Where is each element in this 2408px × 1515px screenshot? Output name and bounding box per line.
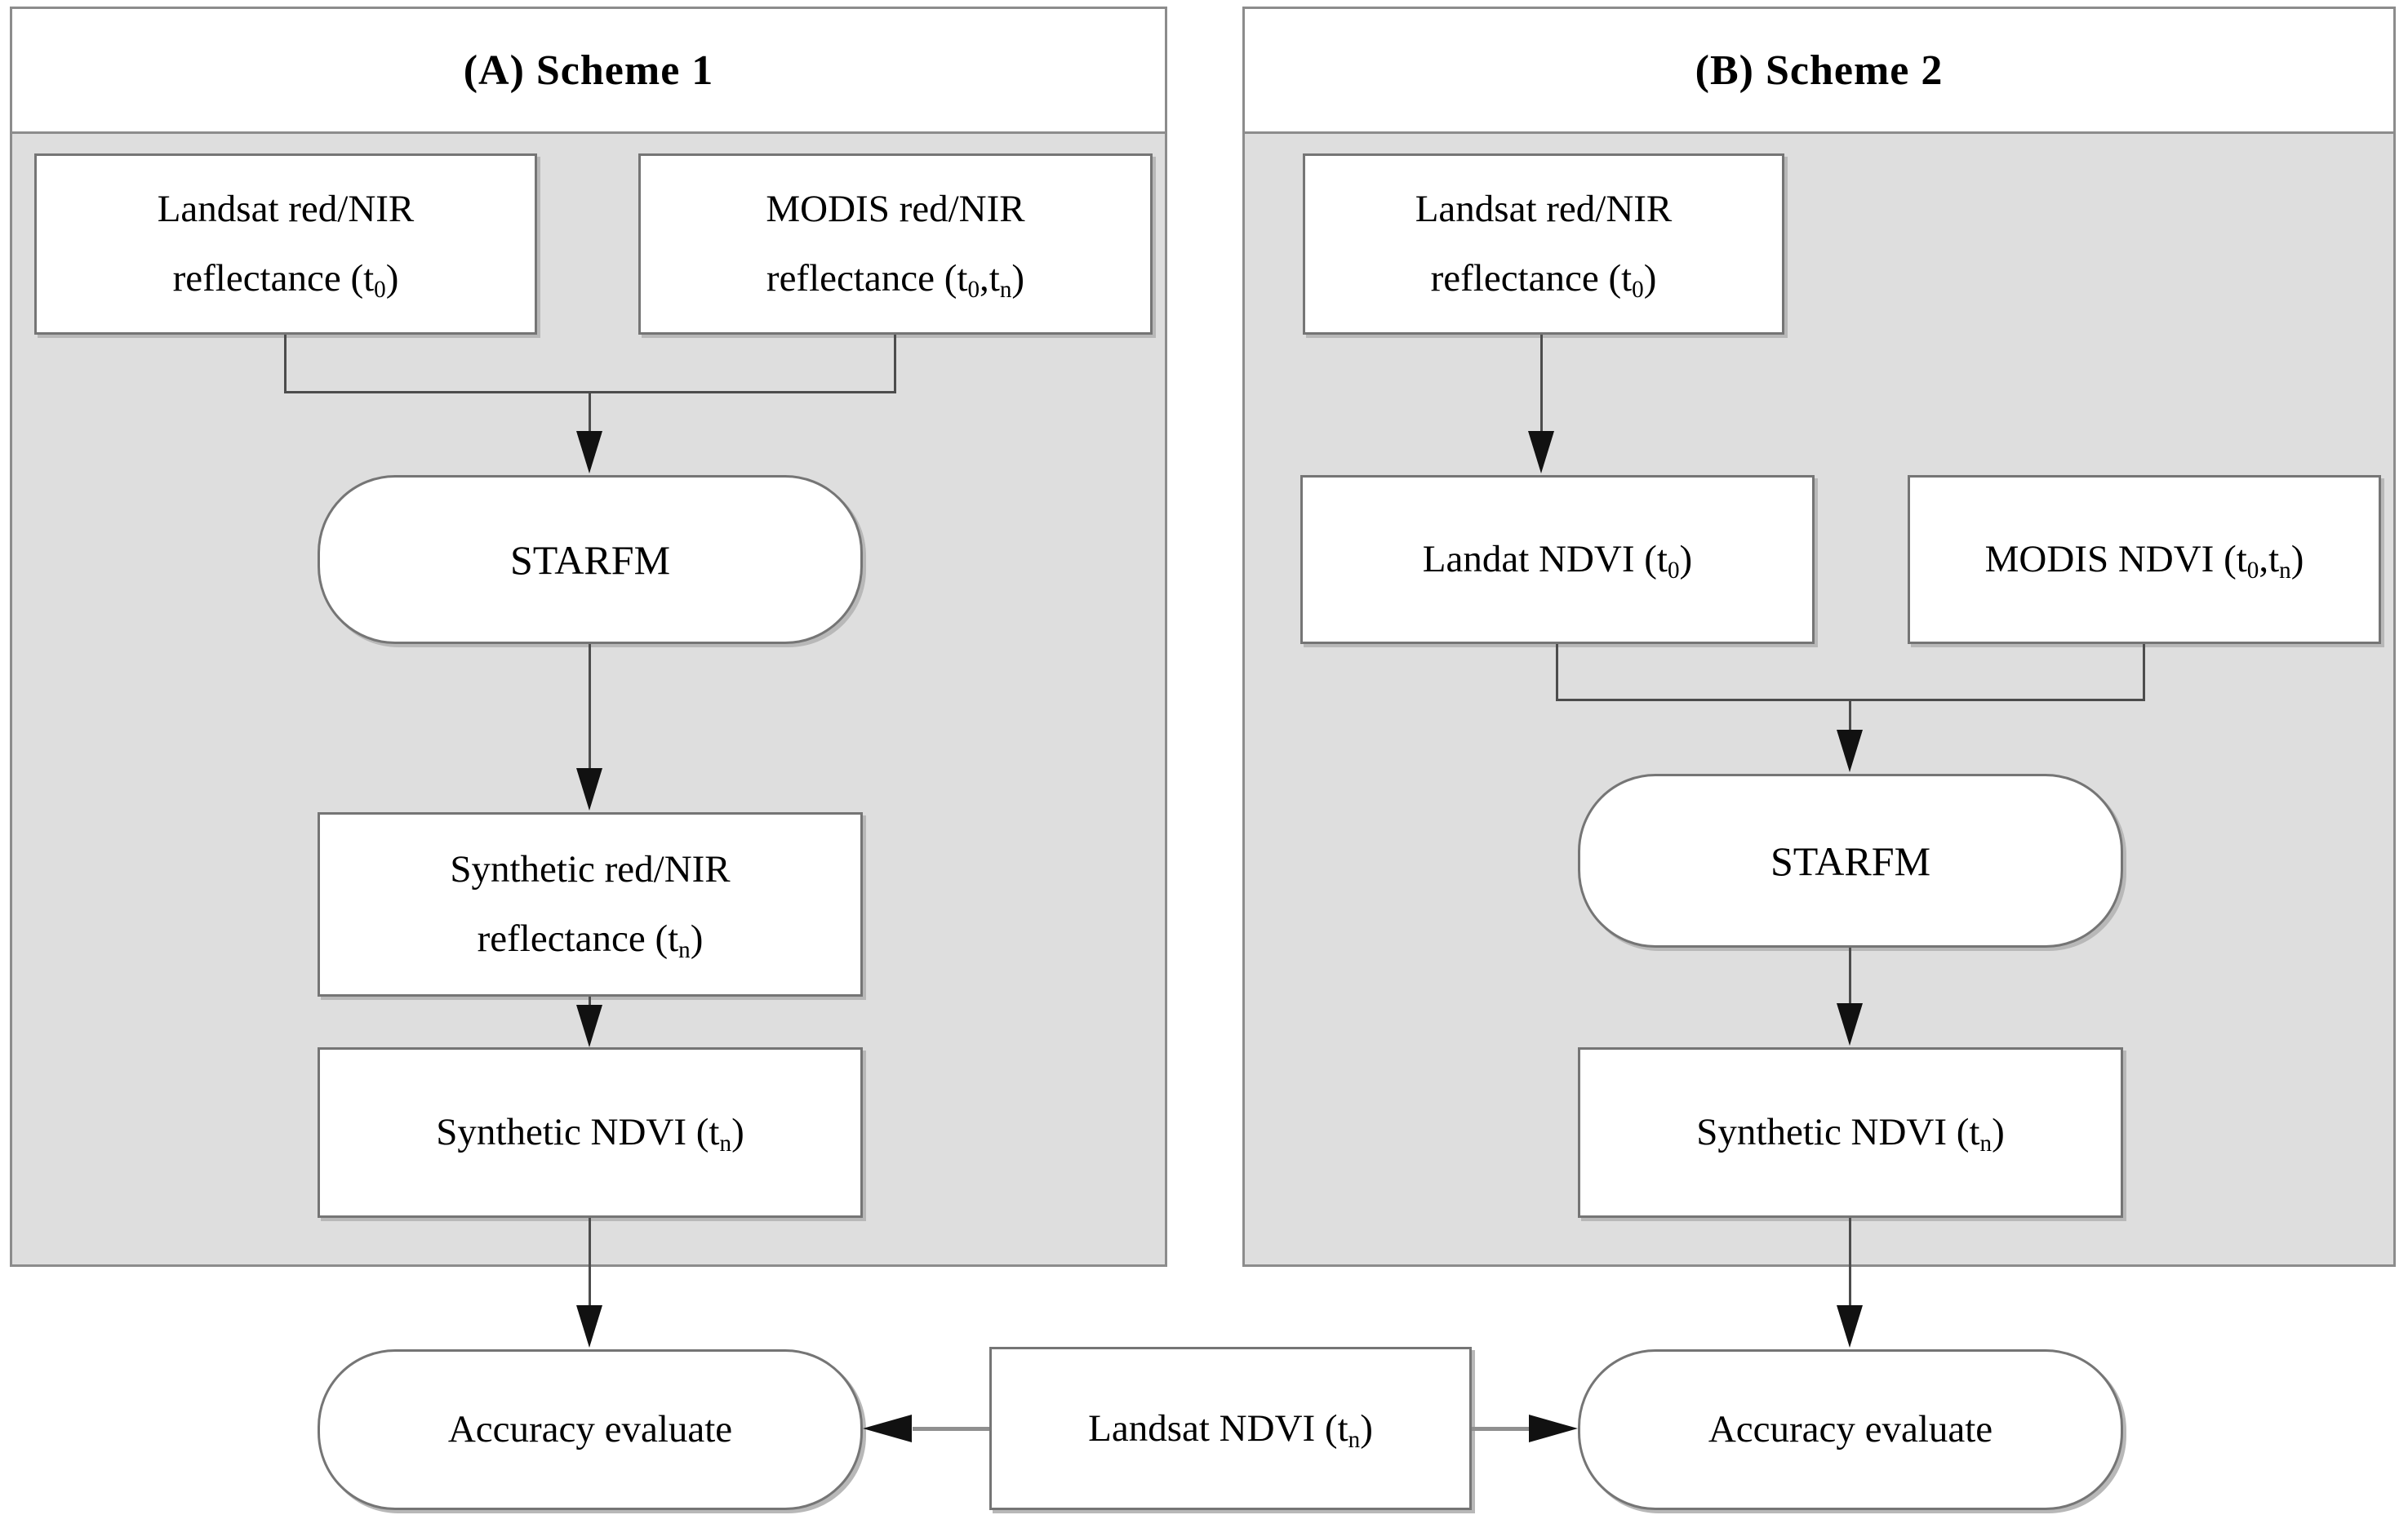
connector-reference-to-left: [913, 1427, 989, 1431]
connector-b2-stub: [1556, 644, 1558, 701]
connector-a2-stub: [894, 335, 896, 393]
terminal-accuracy-evaluate-a: Accuracy evaluate: [318, 1349, 863, 1510]
connector-a-join-drop: [589, 393, 591, 433]
box-synthetic-ndvi-b-label: Synthetic NDVI (tn): [1696, 1111, 2005, 1157]
terminal-accuracy-evaluate-b-label: Accuracy evaluate: [1708, 1408, 1993, 1451]
connector-b-join-drop: [1849, 701, 1851, 731]
connector-a1-stub: [284, 335, 287, 393]
connector-b3-stub: [2143, 644, 2145, 701]
panel-scheme-2-title: (B) Scheme 2: [1695, 47, 1944, 94]
arrowhead-into-accuracy-b-right: [1529, 1415, 1578, 1442]
connector-a-join-bar: [284, 391, 896, 393]
box-synthetic-ndvi-a-label: Synthetic NDVI (tn): [436, 1111, 744, 1157]
box-landsat-ndvi-reference-label: Landsat NDVI (tn): [1088, 1406, 1373, 1453]
box-landsat-ndvi-reference: Landsat NDVI (tn): [989, 1347, 1472, 1510]
process-starfm-b: STARFM: [1578, 774, 2123, 948]
arrowhead-into-starfm-b: [1837, 730, 1863, 772]
panel-scheme-1-title: (A) Scheme 1: [463, 47, 714, 94]
connector-starfm-a-out: [589, 644, 591, 771]
process-starfm-b-label: STARFM: [1770, 837, 1931, 884]
connector-starfm-b-out: [1849, 948, 1851, 1005]
terminal-accuracy-evaluate-b: Accuracy evaluate: [1578, 1349, 2123, 1510]
box-synthetic-ndvi-b: Synthetic NDVI (tn): [1578, 1047, 2123, 1218]
connector-synthndvi-a-out: [589, 1218, 591, 1308]
process-starfm-a: STARFM: [318, 475, 863, 644]
box-modis-ndvi-b: MODIS NDVI (t0,tn): [1908, 475, 2381, 644]
panel-scheme-1-header: (A) Scheme 1: [12, 9, 1165, 134]
arrowhead-into-synthetic-ndvi-b: [1837, 1003, 1863, 1046]
connector-b-join-bar: [1556, 699, 2145, 701]
box-modis-ndvi-b-label: MODIS NDVI (t0,tn): [1984, 538, 2304, 584]
process-starfm-a-label: STARFM: [509, 536, 671, 583]
arrowhead-into-landsat-ndvi-b: [1528, 431, 1554, 473]
connector-b1-down: [1540, 335, 1543, 433]
connector-synthref-a-out: [589, 997, 591, 1008]
connector-synthndvi-b-out: [1849, 1218, 1851, 1308]
panel-scheme-2-header: (B) Scheme 2: [1245, 9, 2393, 134]
box-landsat-ndvi-b-label: Landat NDVI (t0): [1422, 538, 1693, 584]
box-synthetic-ndvi-a: Synthetic NDVI (tn): [318, 1047, 863, 1218]
arrowhead-into-accuracy-a-left: [863, 1415, 912, 1442]
connector-reference-to-right: [1472, 1427, 1531, 1431]
box-landsat-ndvi-b: Landat NDVI (t0): [1300, 475, 1815, 644]
arrowhead-into-accuracy-a: [576, 1305, 602, 1348]
arrowhead-into-synthetic-reflectance-a: [576, 768, 602, 811]
arrowhead-into-starfm-a: [576, 431, 602, 473]
arrowhead-into-synthetic-ndvi-a: [576, 1005, 602, 1047]
terminal-accuracy-evaluate-a-label: Accuracy evaluate: [447, 1408, 733, 1451]
arrowhead-into-accuracy-b: [1837, 1305, 1863, 1348]
